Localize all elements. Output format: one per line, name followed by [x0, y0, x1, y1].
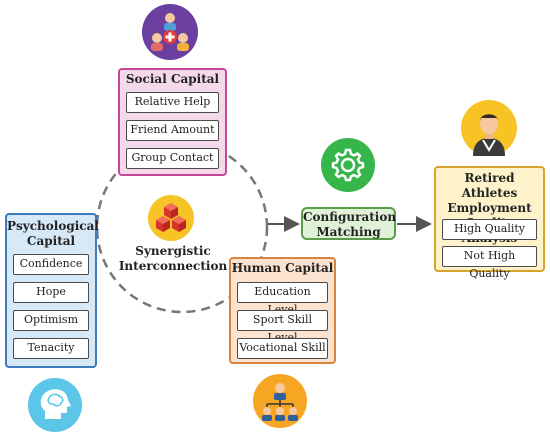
people-network-icon [142, 4, 198, 60]
human-capital-title: Human Capital [231, 261, 334, 275]
config-title: Configuration Matching [303, 210, 397, 240]
team-hierarchy-icon [253, 374, 307, 428]
psych-item-optimism: Optimism [13, 310, 89, 331]
config-title-line1: Configuration [303, 210, 397, 224]
synergy-label-line2: Interconnection [118, 259, 228, 273]
head-brain-icon [28, 378, 82, 432]
psych-title-line2: Capital [26, 234, 76, 248]
synergy-dashed-circle [95, 140, 269, 314]
retired-athletes-box: Retired Athletes Employment Quality Anal… [434, 166, 545, 280]
retired-item-high-quality: High Quality [442, 219, 537, 240]
configuration-matching-box: Configuration Matching [301, 207, 396, 240]
social-item-friend-amount: Friend Amount [126, 120, 219, 141]
synergy-label: Synergistic Interconnection [118, 244, 228, 274]
athlete-avatar-icon [461, 100, 517, 156]
social-capital-box: Social Capital Relative Help Friend Amou… [118, 68, 227, 176]
retired-item-not-high-quality: Not High Quality [442, 246, 537, 280]
synergy-label-line1: Synergistic [135, 244, 211, 258]
human-item-education-level: Education Level [237, 282, 328, 316]
retired-title-line2: Employment [447, 201, 532, 215]
psych-title-line1: Psychological [7, 219, 99, 233]
social-capital-title: Social Capital [125, 72, 220, 86]
retired-title-line1: Retired Athletes [461, 171, 518, 200]
social-item-relative-help: Relative Help [126, 92, 219, 113]
human-item-vocational-skill: Vocational Skill [237, 338, 328, 359]
psych-item-tenacity: Tenacity [13, 338, 89, 359]
psychological-capital-box: Psychological Capital Confidence Hope Op… [5, 213, 99, 368]
psych-item-hope: Hope [13, 282, 89, 303]
human-capital-box: Human Capital Education Level Sport Skil… [229, 257, 336, 364]
psych-item-confidence: Confidence [13, 254, 89, 275]
human-item-sport-skill-level: Sport Skill Level [237, 310, 328, 344]
gear-icon [321, 138, 375, 192]
config-title-line2: Matching [316, 225, 381, 239]
psych-title: Psychological Capital [7, 219, 99, 249]
social-item-group-contact: Group Contact [126, 148, 219, 169]
cubes-icon [148, 195, 194, 241]
